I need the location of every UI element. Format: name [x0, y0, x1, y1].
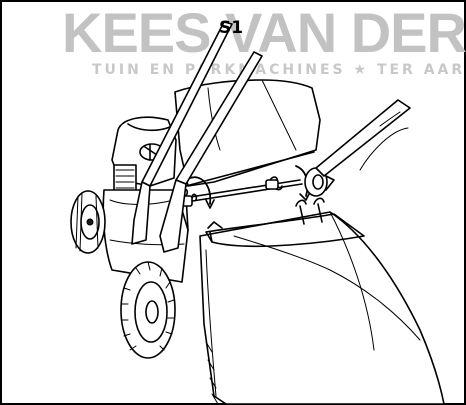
rear-flap	[174, 79, 321, 187]
catcher-frame	[205, 197, 365, 248]
watermark: KEES VAN DER SPEK TUIN EN PARKMACHINES ★…	[62, 1, 466, 78]
front-left-wheel	[120, 261, 176, 359]
watermark-main-text: KEES VAN DER SPEK	[62, 1, 466, 64]
handle-bar-left	[159, 51, 263, 253]
grass-catcher	[199, 211, 445, 405]
handle-bar-front	[131, 21, 233, 245]
handle-bar-right	[315, 99, 411, 177]
bag-hatching	[205, 341, 219, 405]
watermark-sub-text: TUIN EN PARKMACHINES ★ TER AAR	[92, 62, 465, 78]
rear-left-wheel	[70, 190, 106, 254]
callout-label-s1: S1	[219, 18, 243, 38]
left-rotation-arrow-icon	[189, 176, 212, 205]
